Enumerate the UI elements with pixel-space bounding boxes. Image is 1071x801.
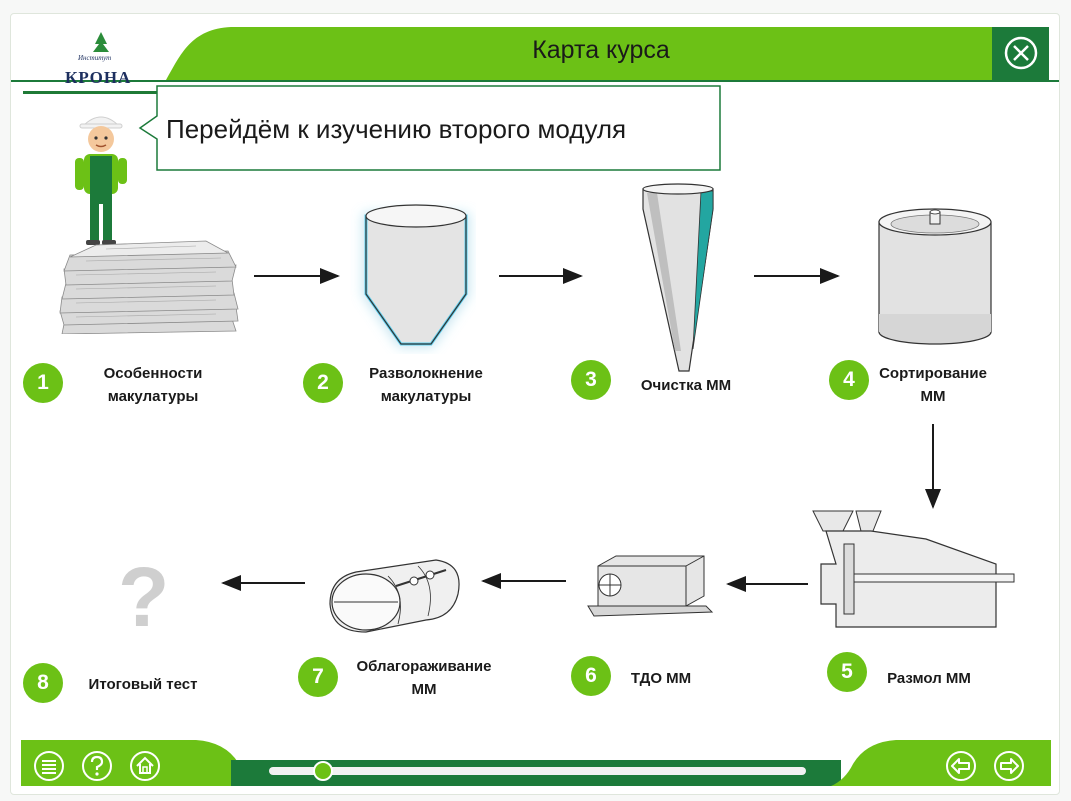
question-mark-icon: ? <box>118 550 170 644</box>
step-badge-8[interactable]: 8 <box>23 663 63 703</box>
close-icon <box>1004 36 1038 70</box>
step-label-6[interactable]: ТДО ММ <box>630 670 692 687</box>
forward-button[interactable] <box>993 750 1025 782</box>
logo-name: КРОНА <box>65 68 132 87</box>
footer-bar <box>21 740 1051 786</box>
step-badge-7[interactable]: 7 <box>298 657 338 697</box>
thickener-icon <box>587 555 714 617</box>
page-title: Карта курса <box>532 36 670 64</box>
menu-button[interactable] <box>33 750 65 782</box>
step-label-3[interactable]: Очистка ММ <box>640 377 732 394</box>
step-badge-5[interactable]: 5 <box>827 652 867 692</box>
progress-handle[interactable] <box>312 761 333 781</box>
close-button[interactable] <box>992 27 1049 80</box>
logo-caption: Институт <box>78 54 112 62</box>
help-icon <box>82 751 112 781</box>
step-label-4[interactable]: Сортирование ММ <box>879 365 987 405</box>
step-badge-2[interactable]: 2 <box>303 363 343 403</box>
course-window: Институт КРОНА Карта курса Перейдём к из… <box>10 13 1060 795</box>
back-icon <box>946 751 976 781</box>
step-label-1[interactable]: Особенности макулатуры <box>103 365 203 405</box>
institute-logo: Институт КРОНА <box>23 30 178 94</box>
menu-icon <box>34 751 64 781</box>
speech-text: Перейдём к изучению второго модуля <box>166 114 627 144</box>
progress-track[interactable] <box>269 767 806 775</box>
step-label-8[interactable]: Итоговый тест <box>88 676 198 693</box>
help-button[interactable] <box>81 750 113 782</box>
step-label-7[interactable]: Облагораживание ММ <box>356 658 492 698</box>
cyclone-cleaner-icon <box>642 183 714 372</box>
pulper-tank-icon <box>364 204 468 346</box>
step-badge-3[interactable]: 3 <box>571 360 611 400</box>
worker-mascot-icon <box>75 116 127 245</box>
step-label-2[interactable]: Разволокнение макулатуры <box>369 365 483 405</box>
refiner-machine-icon <box>812 510 1015 628</box>
forward-icon <box>994 751 1024 781</box>
step-badge-4[interactable]: 4 <box>829 360 869 400</box>
screen-drum-icon <box>878 208 992 345</box>
home-button[interactable] <box>129 750 161 782</box>
home-icon <box>130 751 160 781</box>
step-label-5[interactable]: Размол ММ <box>887 670 971 687</box>
step-badge-6[interactable]: 6 <box>571 656 611 696</box>
newspaper-stack-icon <box>59 240 239 334</box>
back-button[interactable] <box>945 750 977 782</box>
step-badge-1[interactable]: 1 <box>23 363 63 403</box>
drum-washer-icon <box>329 559 460 633</box>
header-bar <box>11 27 1059 82</box>
speech-bubble <box>138 85 721 171</box>
